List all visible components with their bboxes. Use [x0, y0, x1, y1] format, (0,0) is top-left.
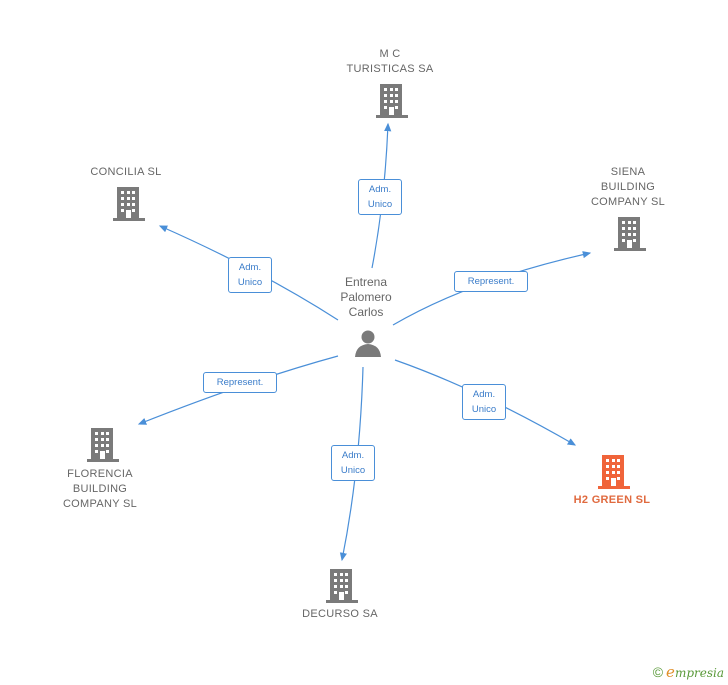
building-icon-siena[interactable]	[614, 217, 646, 251]
edge-label-h2green: Adm. Unico	[462, 384, 506, 420]
edge-label-mc: Adm. Unico	[358, 179, 402, 215]
building-icon-mc[interactable]	[376, 84, 408, 118]
center-person-name[interactable]: Entrena Palomero Carlos	[340, 275, 392, 319]
building-icon-h2green[interactable]	[598, 455, 630, 489]
edge-label-florencia: Represent.	[203, 372, 277, 393]
edge-label-decurso: Adm. Unico	[331, 445, 375, 481]
node-label-mc[interactable]: M C TURISTICAS SA	[346, 48, 434, 75]
node-label-h2green[interactable]: H2 GREEN SL	[573, 494, 651, 506]
node-label-siena[interactable]: SIENA BUILDING COMPANY SL	[590, 166, 666, 208]
edge-label-concilia: Adm. Unico	[228, 257, 272, 293]
building-icon-decurso[interactable]	[326, 569, 358, 603]
building-icon-florencia[interactable]	[87, 428, 119, 462]
node-label-decurso[interactable]: DECURSO SA	[302, 608, 378, 620]
node-label-florencia[interactable]: FLORENCIA BUILDING COMPANY SL	[62, 468, 138, 510]
person-icon[interactable]	[353, 328, 383, 358]
building-icon-concilia[interactable]	[113, 187, 145, 221]
logo-initial: e	[666, 663, 675, 681]
edge-label-siena: Represent.	[454, 271, 528, 292]
empresia-logo: empresia	[666, 663, 724, 681]
copyright-symbol: ©	[652, 664, 664, 680]
logo-text: mpresia	[674, 666, 724, 680]
footer-brand: © empresia	[653, 663, 724, 681]
node-label-concilia[interactable]: CONCILIA SL	[90, 166, 162, 178]
